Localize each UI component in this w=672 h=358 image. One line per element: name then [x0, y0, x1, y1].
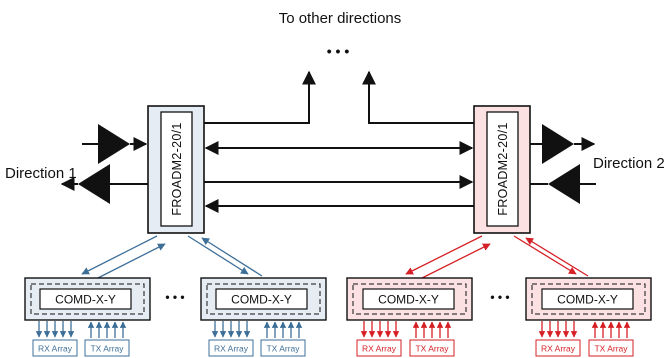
- tx-array-label: TX Array: [266, 344, 300, 354]
- comd-blue-1-label: COMD-X-Y: [55, 293, 116, 307]
- roadm-left-label: FROADM2-20/1: [170, 122, 184, 215]
- left-input-amplifier-icon: [82, 124, 130, 164]
- roadm-left: FROADM2-20/1: [147, 105, 205, 234]
- right-output-amplifier-icon: [542, 124, 596, 164]
- top-label: To other directions: [279, 10, 402, 27]
- direction-2-label: Direction 2: [593, 155, 665, 172]
- comd-red-1: COMD-X-Y: [346, 277, 473, 321]
- left-to-other-arrow: [204, 70, 316, 124]
- comd-red-1-label: COMD-X-Y: [378, 293, 439, 307]
- left-output-amplifier-icon: [60, 164, 110, 204]
- rx-array-label: RX Array: [214, 344, 249, 354]
- top-ellipsis: • • •: [327, 43, 350, 59]
- red-links: [405, 235, 589, 283]
- tx-array-label: TX Array: [90, 344, 124, 354]
- direction-1-label: Direction 1: [5, 165, 77, 182]
- comd-red-2-label: COMD-X-Y: [557, 293, 618, 307]
- comd-blue-2: COMD-X-Y: [200, 277, 327, 321]
- red-ellipsis: • • •: [490, 290, 509, 304]
- tx-array-label: TX Array: [594, 344, 628, 354]
- comd-red-2: COMD-X-Y: [525, 277, 652, 321]
- comd-blue-2-label: COMD-X-Y: [231, 293, 292, 307]
- array-labels: RX Array TX Array RX Array TX Array RX A…: [32, 339, 634, 357]
- blue-links: [81, 235, 263, 283]
- rx-array-label: RX Array: [541, 344, 576, 354]
- rx-array-label: RX Array: [362, 344, 397, 354]
- connection-lines: [110, 70, 548, 213]
- comd-blue-1: COMD-X-Y: [24, 277, 151, 321]
- tx-array-label: TX Array: [415, 344, 449, 354]
- blue-ellipsis: • • •: [165, 290, 184, 304]
- rx-array-label: RX Array: [38, 344, 73, 354]
- right-input-amplifier-icon: [548, 164, 596, 204]
- roadm-right: FROADM2-20/1: [473, 105, 531, 234]
- port-arrays: [35, 321, 631, 338]
- roadm-right-label: FROADM2-20/1: [496, 122, 510, 215]
- right-to-other-arrow: [362, 70, 474, 124]
